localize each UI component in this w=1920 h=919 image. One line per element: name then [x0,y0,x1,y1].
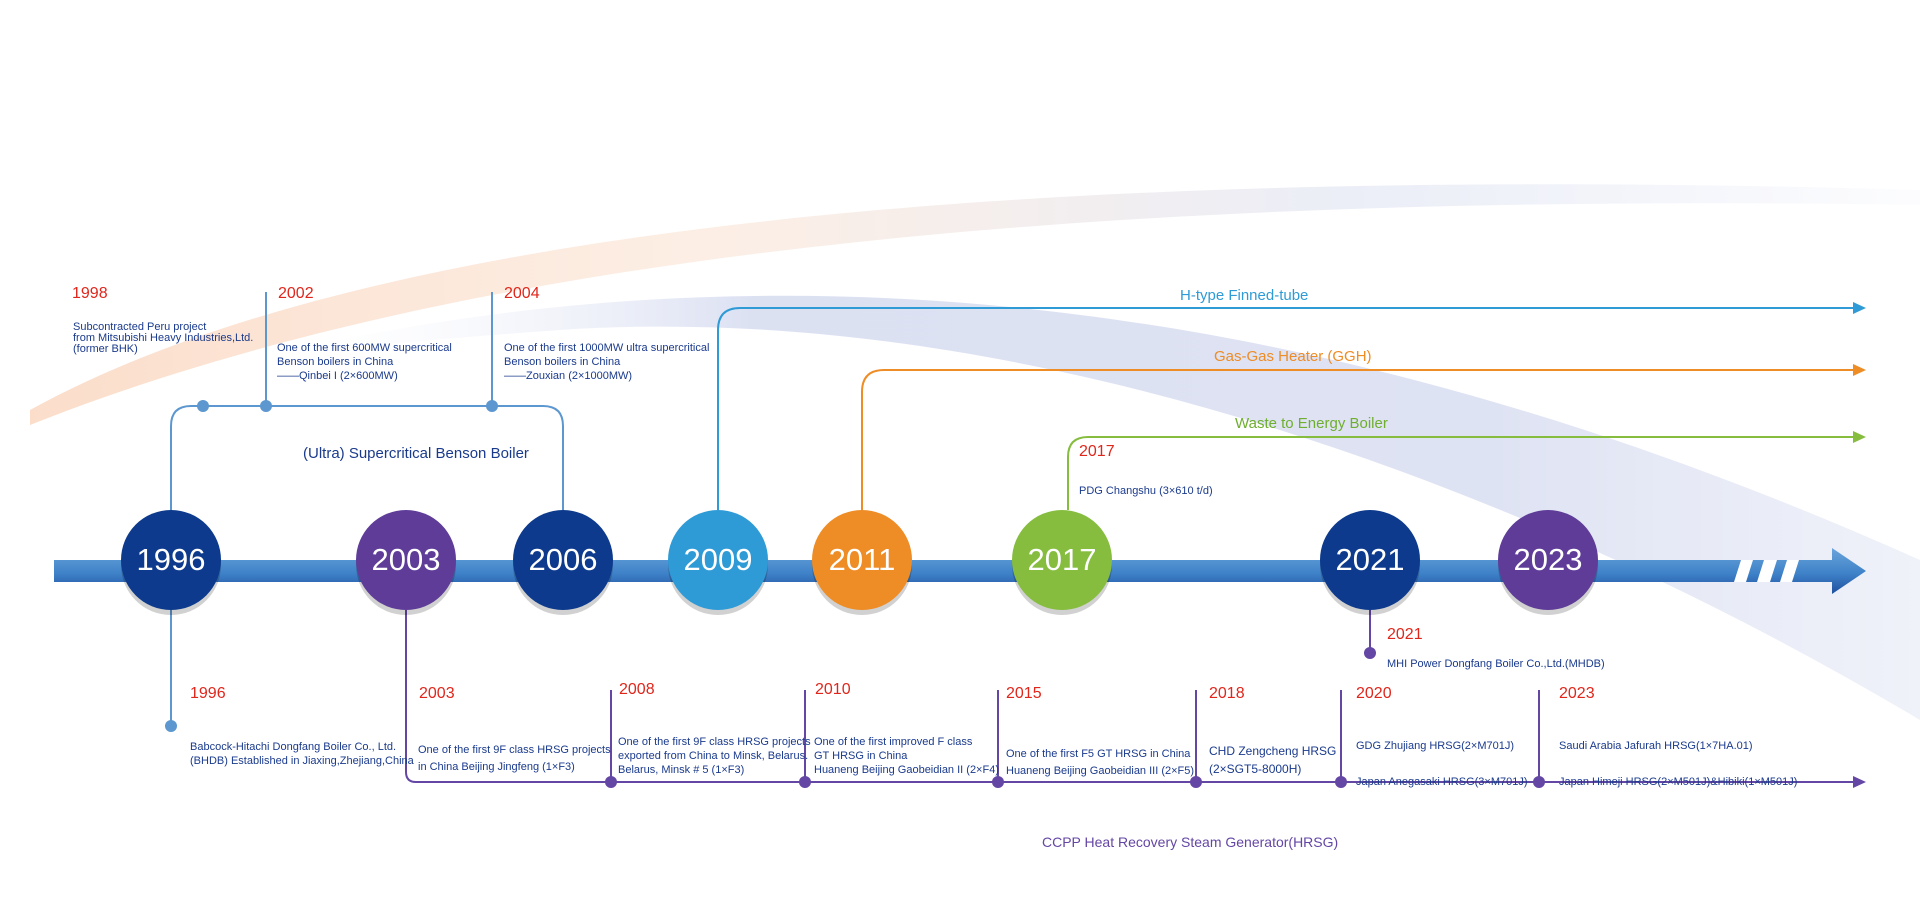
event-year-2002: 2002 [278,285,314,302]
branch-h-type-line [717,302,1866,510]
event-year-2017: 2017 [1079,443,1115,460]
hrsg-year-2010: 2010 [815,681,851,698]
event-desc-line: ——Zouxian (2×1000MW) [504,370,633,382]
hrsg-year-2015: 2015 [1006,685,1042,702]
event-desc-line: in China Beijing Jingfeng (1×F3) [418,761,575,773]
event-desc-line: ——Qinbei I (2×600MW) [277,370,398,382]
hrsg-year-2020: 2020 [1356,685,1392,702]
hrsg-desc-2023: Saudi Arabia Jafurah HRSG(1×7HA.01) Japa… [1559,728,1797,800]
event-year-2021: 2021 [1387,626,1423,643]
branch-ggh-line [861,364,1866,510]
event-desc-2004: One of the first 1000MW ultra supercriti… [504,341,709,383]
event-desc-line: Huaneng Beijing Gaobeidian III (2×F5) [1006,765,1195,777]
bhdb-connector [165,610,177,732]
event-desc-line: Japan Anegasaki HRSG(3×M701J) [1356,776,1528,788]
branch-wte-line [1067,431,1866,510]
h-type-finned-tube-label: H-type Finned-tube [1180,287,1309,304]
event-desc-line: Benson boilers in China [277,356,394,368]
hrsg-desc-2015: One of the first F5 GT HRSG in China Hua… [1006,746,1194,780]
milestone-node-1996: 1996 [121,510,221,610]
background-swoosh [30,184,1920,720]
benson-bracket [170,292,564,510]
hrsg-label: CCPP Heat Recovery Steam Generator(HRSG) [1042,834,1339,850]
event-year-2004: 2004 [504,285,540,302]
milestone-node-2011: 2011 [812,510,912,610]
hrsg-desc-2018: CHD Zengcheng HRSG (2×SGT5-8000H) [1209,742,1336,778]
event-desc-2021: MHI Power Dongfang Boiler Co.,Ltd.(MHDB) [1387,658,1605,670]
event-desc-2017: PDG Changshu (3×610 t/d) [1079,485,1213,497]
event-desc-line: (BHDB) Established in Jiaxing,Zhejiang,C… [190,755,414,767]
hrsg-line [405,610,1866,788]
event-desc-line: One of the first F5 GT HRSG in China [1006,748,1191,760]
hrsg-desc-2008: One of the first 9F class HRSG projects … [618,735,811,777]
event-desc-line: Benson boilers in China [504,356,621,368]
hrsg-year-2008: 2008 [619,681,655,698]
milestone-node-2017: 2017 [1012,510,1112,610]
hrsg-year-2023: 2023 [1559,685,1595,702]
waste-to-energy-label: Waste to Energy Boiler [1235,415,1388,432]
event-desc-line: Babcock-Hitachi Dongfang Boiler Co., Ltd… [190,741,397,753]
milestone-node-2006: 2006 [513,510,613,610]
mhdb-connector [1364,610,1376,659]
event-desc-line: from Mitsubishi Heavy Industries,Ltd. [73,332,254,344]
event-desc-line: CHD Zengcheng HRSG [1209,744,1337,758]
event-desc-line: One of the first 9F class HRSG projects [418,744,611,756]
event-desc-line: GDG Zhujiang HRSG(2×M701J) [1356,740,1515,752]
benson-boiler-label: (Ultra) Supercritical Benson Boiler [303,445,529,462]
event-desc-2002: One of the first 600MW supercritical Ben… [277,341,452,383]
milestone-node-2003: 2003 [356,510,456,610]
event-desc-line: (former BHK) [73,343,138,355]
event-desc-line: One of the first 1000MW ultra supercriti… [504,342,710,354]
event-desc-line: One of the first improved F class [814,736,973,748]
hrsg-year-2018: 2018 [1209,685,1245,702]
milestone-node-2009: 2009 [668,510,768,610]
event-desc-line: Japan Himeji HRSG(2×M501J)&Hibiki(1×M501… [1559,776,1798,788]
event-year-1996: 1996 [190,685,226,702]
benson-event-dots [197,400,498,412]
milestone-node-2021: 2021 [1320,510,1420,610]
event-desc-line: GT HRSG in China [814,750,908,762]
event-desc-1998: Subcontracted Peru project from Mitsubis… [73,322,253,355]
milestone-node-2023: 2023 [1498,510,1598,610]
event-desc-line: (2×SGT5-8000H) [1209,762,1302,776]
event-desc-line: Huaneng Beijing Gaobeidian II (2×F4) [814,764,999,776]
hrsg-year-2003: 2003 [419,685,455,702]
event-desc-line: One of the first 600MW supercritical [277,342,452,354]
hrsg-desc-2020: GDG Zhujiang HRSG(2×M701J) Japan Anegasa… [1356,728,1528,800]
hrsg-desc-2010: One of the first improved F class GT HRS… [814,735,999,777]
hrsg-desc-2003: One of the first 9F class HRSG projects … [418,742,611,776]
event-desc-line: Belarus, Minsk # 5 (1×F3) [618,764,745,776]
event-desc-line: Subcontracted Peru project [73,321,207,333]
event-desc-line: Saudi Arabia Jafurah HRSG(1×7HA.01) [1559,740,1753,752]
event-desc-line: exported from China to Minsk, Belarus. [618,750,809,762]
main-timeline-bar [54,548,1866,594]
event-year-1998: 1998 [72,285,108,302]
ggh-label: Gas-Gas Heater (GGH) [1214,348,1372,365]
event-desc-line: One of the first 9F class HRSG projects [618,736,811,748]
event-desc-1996: Babcock-Hitachi Dongfang Boiler Co., Ltd… [190,740,414,768]
